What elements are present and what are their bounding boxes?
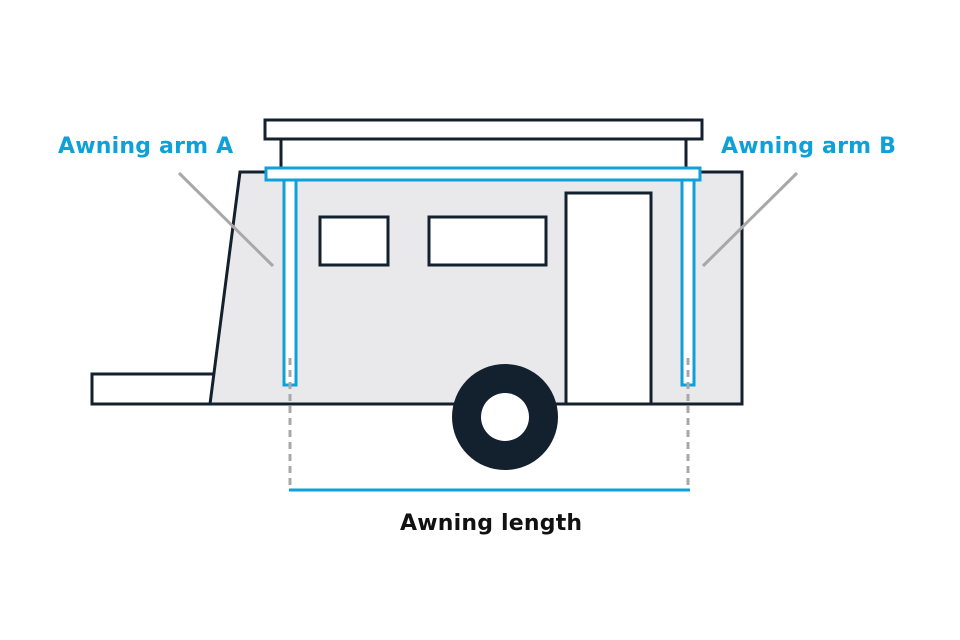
window-wide: [427, 215, 548, 267]
label-awning-arm-a: Awning arm A: [58, 134, 234, 159]
wheel-hub: [481, 393, 529, 441]
window-small: [318, 215, 390, 267]
awning-rail: [264, 166, 702, 182]
label-awning-length: Awning length: [400, 511, 583, 536]
pointer-line-arm-b: [701, 171, 799, 268]
door: [564, 191, 653, 406]
roof-top: [263, 118, 704, 141]
pointer-line-arm-a: [177, 171, 275, 268]
awning-arm-b: [680, 178, 696, 387]
awning-arm-a: [282, 178, 298, 387]
drawbar: [90, 372, 218, 406]
label-awning-arm-b: Awning arm B: [721, 134, 897, 159]
